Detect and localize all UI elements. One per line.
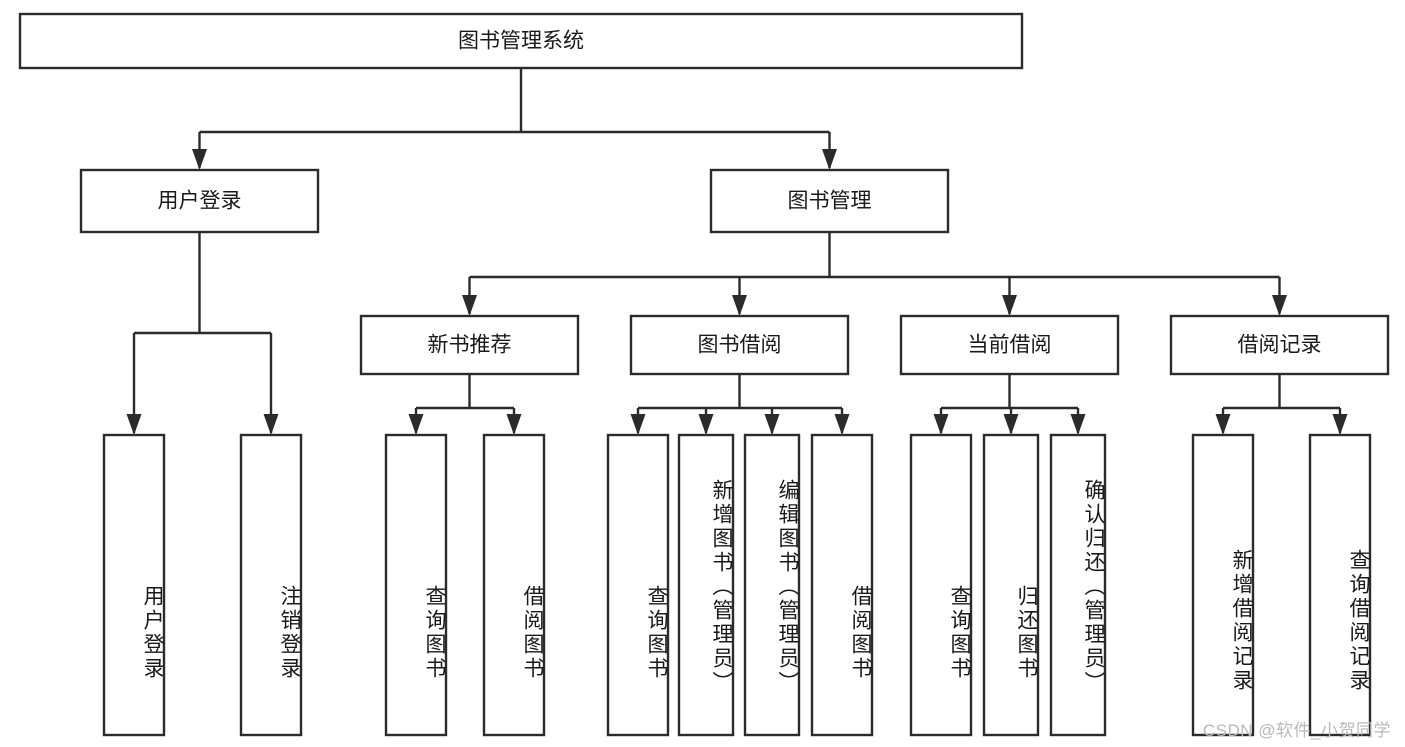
arrow-head-icon-leaf-edit-book bbox=[764, 414, 780, 435]
node-label-book-manage: 图书管理 bbox=[788, 190, 872, 213]
leaf-node-leaf-query-book-rec[interactable] bbox=[384, 433, 448, 737]
csdn-watermark: CSDN @软件_小贺同学 bbox=[1202, 721, 1391, 740]
arrow-head-icon-leaf-query-book-cur bbox=[933, 414, 949, 435]
leaf-node-leaf-query-book-cur[interactable] bbox=[909, 433, 973, 737]
level3-node-book-borrow[interactable] bbox=[629, 314, 850, 376]
arrow-head-icon-new-book-recommend bbox=[462, 295, 477, 316]
leaf-node-leaf-confirm-return[interactable] bbox=[1049, 433, 1107, 737]
arrow-head-icon-leaf-confirm-return bbox=[1070, 414, 1086, 435]
node-label-book-borrow: 图书借阅 bbox=[698, 334, 782, 357]
leaf-node-leaf-borrow-book-rec[interactable] bbox=[482, 433, 546, 737]
level3-node-new-book-recommend[interactable] bbox=[359, 314, 580, 376]
leaf-node-leaf-query-record[interactable] bbox=[1308, 433, 1372, 737]
arrow-head-icon-leaf-user-login bbox=[126, 414, 142, 435]
arrow-head-icon-book-manage bbox=[822, 149, 837, 170]
node-label-borrow-record: 借阅记录 bbox=[1238, 334, 1322, 357]
connector-layer bbox=[126, 68, 1348, 435]
level3-node-current-borrow[interactable] bbox=[899, 314, 1120, 376]
arrow-head-icon-leaf-return-book bbox=[1003, 414, 1019, 435]
level3-node-borrow-record[interactable] bbox=[1169, 314, 1390, 376]
arrow-head-icon-leaf-query-record bbox=[1332, 414, 1348, 435]
leaf-node-leaf-add-book[interactable] bbox=[677, 433, 735, 737]
arrow-head-icon-leaf-query-book-bor bbox=[630, 414, 646, 435]
arrow-head-icon-leaf-borrow-book-rec bbox=[506, 414, 522, 435]
leaf-node-leaf-return-book[interactable] bbox=[982, 433, 1040, 737]
arrow-head-icon-leaf-borrow-book-bor bbox=[834, 414, 850, 435]
arrow-head-icon-book-borrow bbox=[732, 295, 747, 316]
leaf-node-leaf-query-book-bor[interactable] bbox=[606, 433, 670, 737]
node-label-current-borrow: 当前借阅 bbox=[968, 334, 1052, 357]
arrow-head-icon-borrow-record bbox=[1272, 295, 1287, 316]
box-layer bbox=[18, 12, 1390, 737]
leaf-node-leaf-user-login[interactable] bbox=[102, 433, 166, 737]
leaf-node-leaf-logout[interactable] bbox=[239, 433, 303, 737]
arrow-head-icon-leaf-logout bbox=[263, 414, 279, 435]
root-node-root[interactable] bbox=[18, 12, 1024, 70]
arrow-head-icon-leaf-add-record bbox=[1215, 414, 1231, 435]
leaf-node-leaf-add-record[interactable] bbox=[1191, 433, 1255, 737]
node-label-new-book-recommend: 新书推荐 bbox=[428, 334, 512, 357]
arrow-head-icon-leaf-add-book bbox=[698, 414, 714, 435]
node-label-root: 图书管理系统 bbox=[458, 30, 584, 53]
leaf-node-leaf-edit-book[interactable] bbox=[743, 433, 801, 737]
level2-node-user-login[interactable] bbox=[79, 168, 320, 234]
level2-node-book-manage[interactable] bbox=[709, 168, 950, 234]
arrow-head-icon-current-borrow bbox=[1002, 295, 1017, 316]
leaf-node-leaf-borrow-book-bor[interactable] bbox=[810, 433, 874, 737]
node-label-user-login: 用户登录 bbox=[158, 190, 242, 213]
arrow-head-icon-leaf-query-book-rec bbox=[408, 414, 424, 435]
arrow-head-icon-user-login bbox=[192, 149, 207, 170]
